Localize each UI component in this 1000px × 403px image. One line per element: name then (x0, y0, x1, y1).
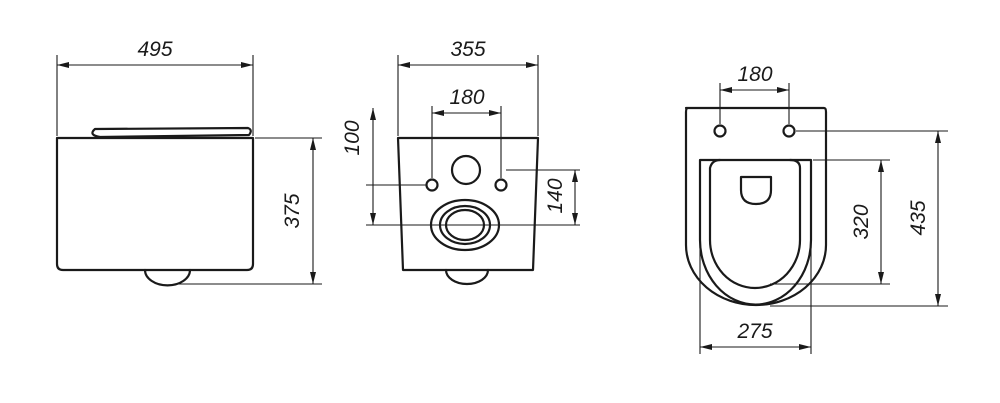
rear-view: 355 180 100 140 (341, 38, 580, 286)
side-height-label: 375 (281, 193, 304, 228)
side-seat-lid (91, 126, 252, 139)
rear-outlet-offset-label: 140 (544, 178, 567, 213)
side-outlet-pipe (143, 268, 192, 287)
top-width-label: 275 (736, 320, 772, 343)
top-outer-outline (684, 106, 828, 307)
top-total-length-label: 435 (907, 200, 930, 235)
rear-bolt-hole-right (494, 178, 508, 192)
side-width-label: 495 (137, 38, 172, 61)
top-bolt-spacing-label: 180 (737, 63, 772, 86)
top-bowl-inner (708, 158, 802, 290)
top-view: 180 275 320 435 (684, 63, 948, 354)
top-bowl-length-label: 320 (850, 204, 873, 239)
rear-water-inlet (450, 154, 482, 186)
rear-outlet-pipe (444, 268, 490, 286)
rear-bolt-height-label: 100 (341, 120, 364, 155)
rear-bolt-spacing-label: 180 (449, 86, 484, 109)
rear-width-label: 355 (450, 38, 485, 61)
side-body (55, 136, 255, 272)
top-bowl-rim (698, 158, 813, 306)
rear-body (396, 136, 540, 272)
rear-bolt-hole-left (425, 178, 439, 192)
top-bolt-hole-right (782, 124, 796, 138)
side-view: 495 375 (55, 38, 322, 287)
top-drain-hole (739, 175, 773, 206)
top-bolt-hole-left (713, 124, 727, 138)
